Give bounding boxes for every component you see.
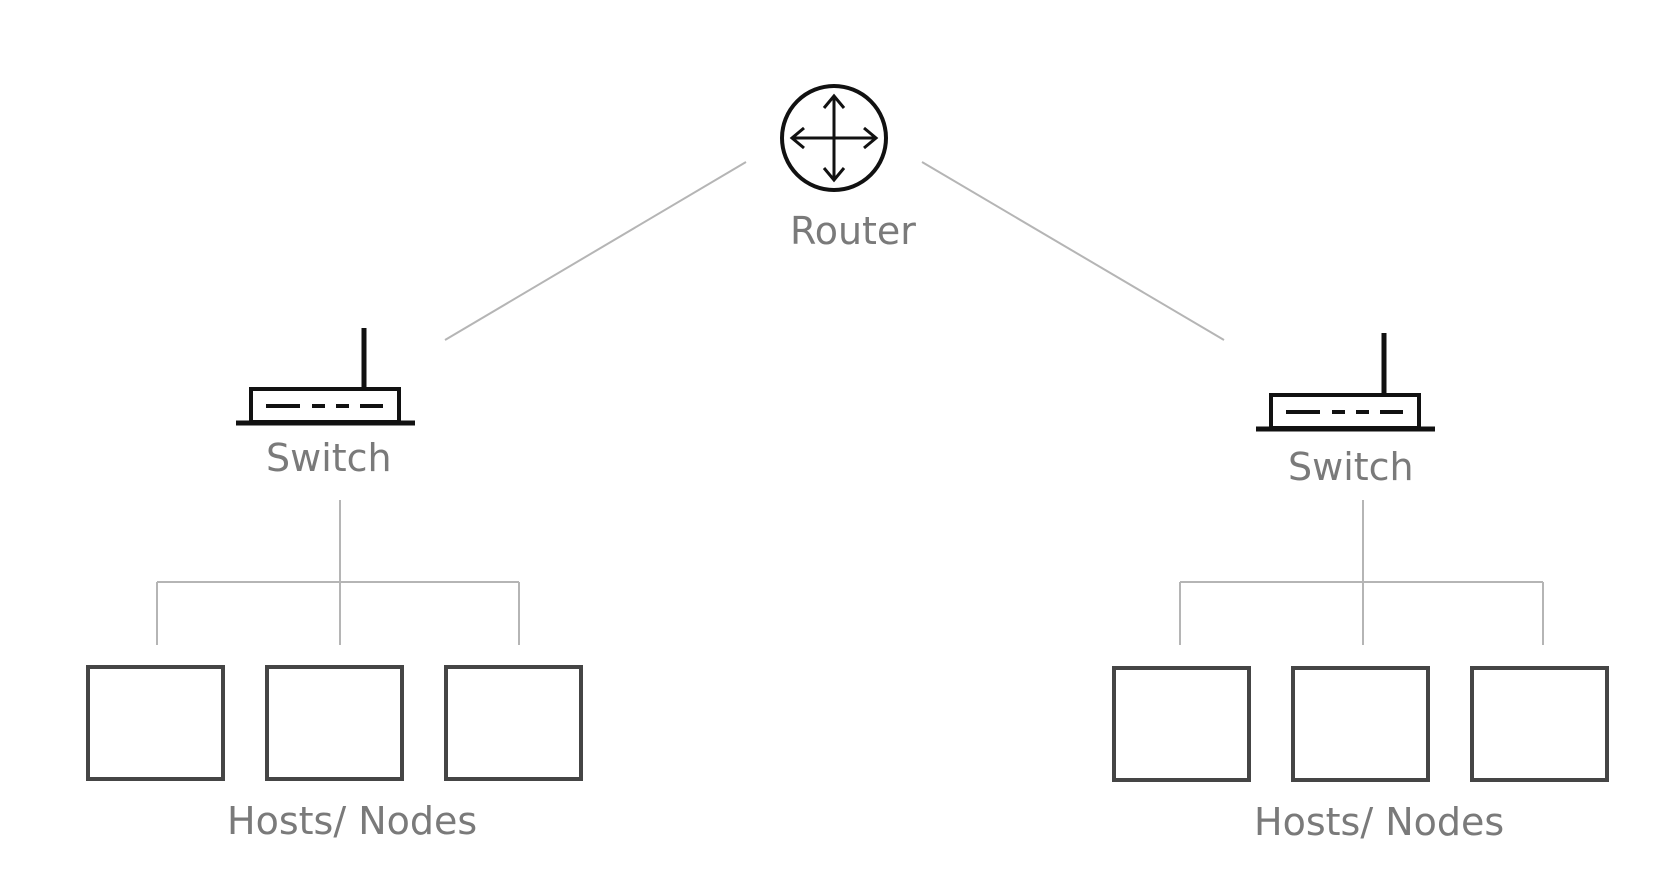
switch-label-left: Switch	[266, 436, 392, 480]
host-box	[444, 665, 583, 781]
host-box	[86, 665, 225, 781]
host-box	[265, 665, 404, 781]
hosts-label-left: Hosts/ Nodes	[227, 799, 478, 843]
router-left-switch-link	[444, 161, 747, 341]
host-box	[1291, 666, 1430, 782]
right-switch-host-links	[1179, 500, 1544, 645]
switch-label-right: Switch	[1288, 445, 1414, 489]
hosts-label-right: Hosts/ Nodes	[1254, 800, 1505, 844]
switch-icon	[236, 328, 415, 426]
router-icon	[780, 84, 888, 192]
switch-icon	[1256, 333, 1435, 432]
left-switch-host-links	[156, 500, 520, 645]
router-right-switch-link	[921, 161, 1225, 341]
host-box	[1470, 666, 1609, 782]
router-label: Router	[790, 209, 916, 253]
host-box	[1112, 666, 1251, 782]
